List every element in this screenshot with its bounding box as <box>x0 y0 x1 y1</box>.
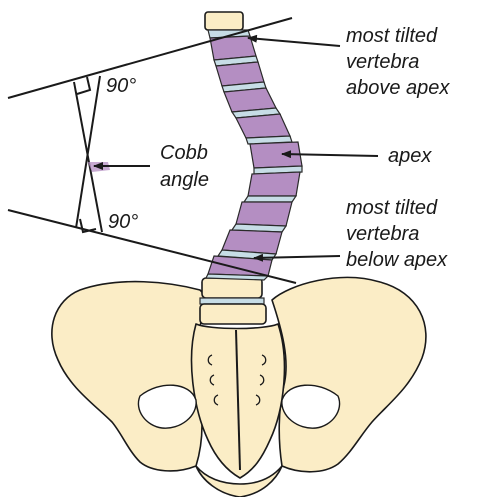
label-angle-bottom: 90° <box>108 211 138 233</box>
right-angle-marker-bottom <box>80 219 96 232</box>
lumbar-vertebrae <box>200 278 266 324</box>
vertebra-6 <box>248 172 300 196</box>
spine <box>205 12 302 280</box>
label-apex: apex <box>388 145 432 167</box>
label-cobb-line1: Cobb <box>160 142 208 164</box>
right-angle-marker-top <box>77 77 90 94</box>
label-angle-top: 90° <box>106 75 136 97</box>
label-cobb-line2: angle <box>160 169 209 191</box>
vertebra-9 <box>208 256 272 276</box>
label-above-line2: vertebra <box>346 51 419 73</box>
right-ilium <box>272 277 426 471</box>
left-ilium <box>52 282 210 471</box>
label-below-line3: below apex <box>346 249 448 271</box>
top-vertebra <box>205 12 243 30</box>
label-above-line1: most tilted <box>346 25 438 47</box>
vertebra-4 <box>236 114 290 138</box>
label-above-line3: above apex <box>346 77 450 99</box>
label-below-line2: vertebra <box>346 223 419 245</box>
label-below-line1: most tilted <box>346 197 438 219</box>
arrow-above-apex <box>248 38 340 46</box>
vertebra-7 <box>236 202 292 226</box>
